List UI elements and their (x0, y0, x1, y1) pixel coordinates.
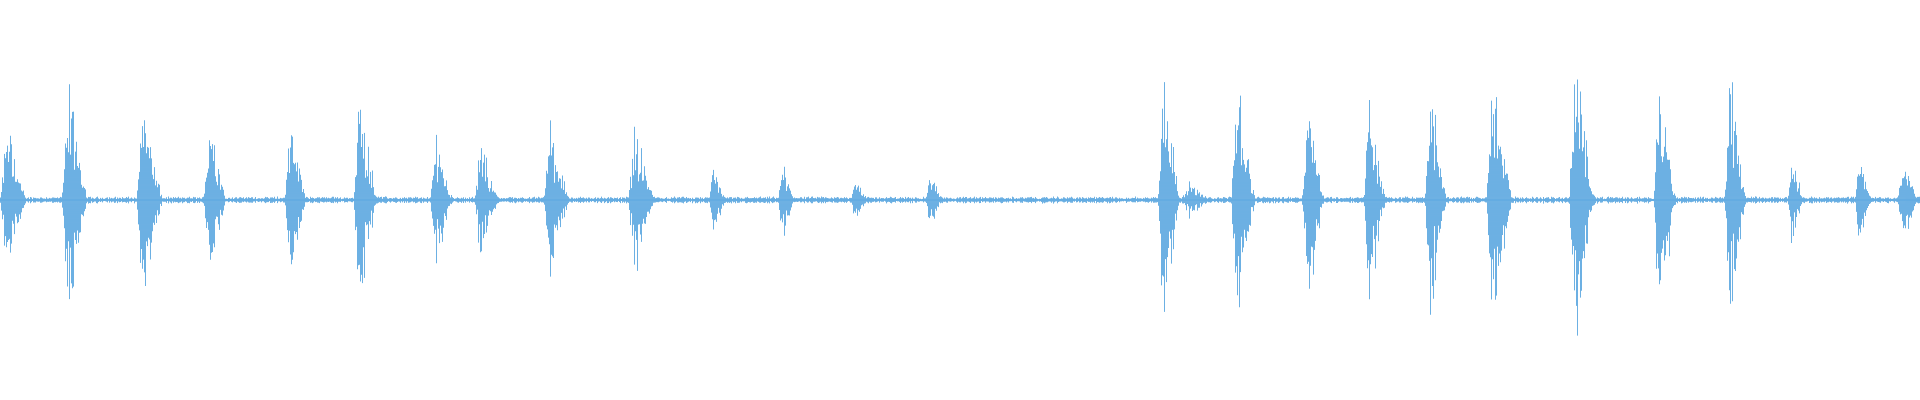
waveform-burst (1181, 183, 1214, 217)
waveform-burst (136, 95, 163, 306)
waveform-burst (1653, 50, 1676, 349)
waveform-burst (353, 88, 378, 312)
waveform-burst (1724, 78, 1747, 323)
waveform-burst (925, 169, 942, 230)
waveform-burst (778, 159, 795, 241)
waveform-burst (1158, 54, 1181, 346)
waveform-burst (1788, 152, 1805, 247)
waveform-burst (474, 139, 499, 261)
waveform-burst (543, 125, 570, 275)
waveform-burst (1897, 159, 1920, 241)
waveform-signal (0, 79, 1920, 336)
waveform-burst (1569, 57, 1596, 343)
waveform-burst (0, 122, 27, 278)
waveform-burst (1486, 57, 1513, 343)
waveform-burst (1231, 67, 1256, 332)
waveform-burst (1302, 88, 1325, 312)
waveform-bars (0, 50, 1920, 349)
waveform-burst (1855, 156, 1872, 244)
waveform-burst (61, 74, 88, 326)
waveform-burst (430, 132, 453, 268)
waveform-burst (628, 118, 655, 281)
waveform-burst (1363, 95, 1386, 306)
waveform-burst (1425, 84, 1448, 315)
waveform-burst (851, 173, 868, 227)
waveform-burst (204, 105, 227, 295)
waveform-burst (709, 163, 726, 238)
waveform-burst (284, 112, 307, 289)
